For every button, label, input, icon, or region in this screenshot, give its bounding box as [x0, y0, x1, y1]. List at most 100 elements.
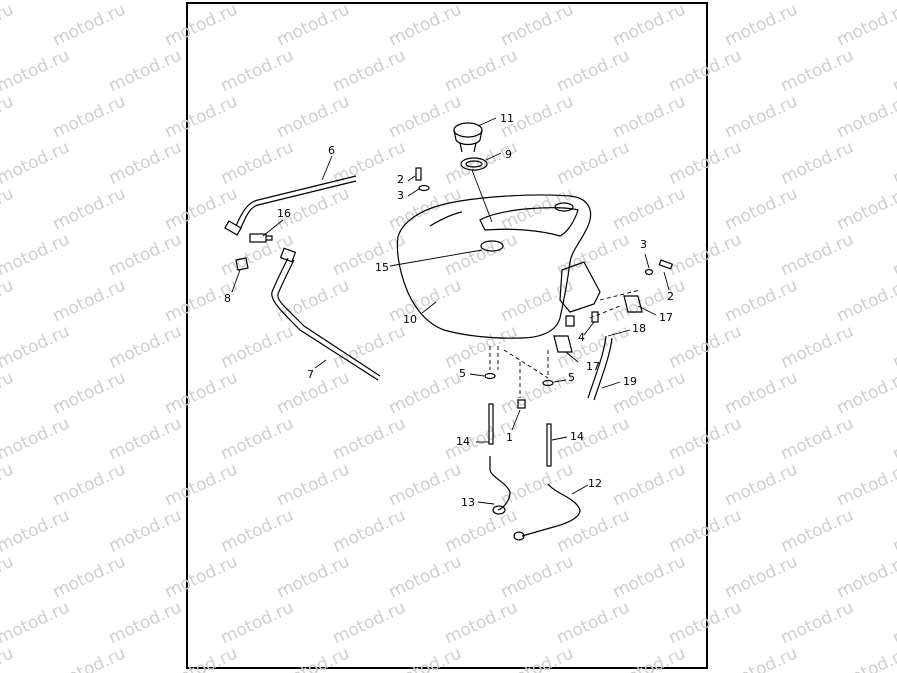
line-13-end: [492, 505, 506, 515]
callout-17-lower: 17: [586, 360, 600, 373]
watermark-text: motod.ru: [666, 229, 745, 280]
watermark-text: motod.ru: [834, 183, 897, 234]
watermark-text: motod.ru: [778, 505, 857, 556]
bolt-right: [658, 259, 674, 270]
o-ring-inner: [465, 160, 483, 168]
o-ring: [460, 157, 488, 171]
isolator-upper: [623, 295, 643, 313]
watermark-text: motod.ru: [666, 505, 745, 556]
watermark-text: motod.ru: [274, 643, 353, 673]
watermark-text: motod.ru: [386, 0, 465, 51]
washer-right-lower: [542, 379, 554, 387]
diagram-frame: [186, 2, 708, 669]
watermark-text: motod.ru: [50, 367, 129, 418]
callout-11: 11: [500, 112, 514, 125]
stud-left: [488, 403, 494, 445]
leader-lines: [231, 117, 670, 505]
line-12-end: [513, 531, 525, 541]
callout-3-top: 3: [397, 189, 404, 202]
oil-tank: [396, 194, 592, 339]
watermark-text: motod.ru: [666, 137, 745, 188]
watermark-text: motod.ru: [610, 0, 689, 51]
watermark-text: motod.ru: [834, 0, 897, 51]
watermark-text: motod.ru: [0, 91, 17, 142]
watermark-text: motod.ru: [0, 0, 17, 51]
watermark-text: motod.ru: [0, 183, 17, 234]
callout-2-top: 2: [397, 173, 404, 186]
callout-labels: 11 9 6 2 3 16 15 8 10 7 3 2 17 18 4 17 5…: [224, 112, 674, 509]
watermark-text: motod.ru: [666, 321, 745, 372]
watermark-text: motod.ru: [106, 505, 185, 556]
watermark-text: motod.ru: [890, 229, 897, 280]
watermark-text: motod.ru: [0, 413, 73, 464]
return-line-edge: [277, 259, 381, 377]
watermark-text: motod.ru: [218, 45, 297, 96]
watermark-text: motod.ru: [442, 45, 521, 96]
watermark-text: motod.ru: [834, 643, 897, 673]
watermark-text: motod.ru: [330, 413, 409, 464]
watermark-text: motod.ru: [162, 0, 241, 51]
watermark-text: motod.ru: [554, 505, 633, 556]
return-fitting: [279, 247, 297, 263]
watermark-text: motod.ru: [0, 321, 73, 372]
watermark-text: motod.ru: [274, 0, 353, 51]
bracket-tab: [565, 315, 575, 327]
watermark-text: motod.ru: [274, 459, 353, 510]
watermark-text: motod.ru: [498, 275, 577, 326]
watermark-text: motod.ru: [106, 597, 185, 648]
watermark-text: motod.ru: [330, 505, 409, 556]
watermark-text: motod.ru: [0, 275, 17, 326]
nut: [517, 399, 526, 409]
watermark-text: motod.ru: [498, 183, 577, 234]
watermark-text: motod.ru: [330, 597, 409, 648]
assembly-guides-right: [589, 289, 641, 319]
watermark-text: motod.ru: [554, 45, 633, 96]
callout-4: 4: [578, 331, 585, 344]
elbow-fitting: [235, 257, 249, 271]
watermark-text: motod.ru: [274, 551, 353, 602]
watermark-text: motod.ru: [666, 45, 745, 96]
watermark-text: motod.ru: [162, 551, 241, 602]
callout-12: 12: [588, 477, 602, 490]
callout-2-right: 2: [667, 290, 674, 303]
watermark-text: motod.ru: [778, 45, 857, 96]
watermark-text: motod.ru: [0, 229, 73, 280]
hose-18: [587, 335, 607, 399]
filler-cap-body: [453, 129, 483, 146]
watermark-text: motod.ru: [162, 91, 241, 142]
watermark-text: motod.ru: [498, 367, 577, 418]
watermark-text: motod.ru: [0, 367, 17, 418]
watermark-text: motod.ru: [0, 0, 73, 5]
watermark-text: motod.ru: [890, 45, 897, 96]
callout-17-upper: 17: [659, 311, 673, 324]
washer-right: [644, 268, 654, 276]
watermark-text: motod.ru: [0, 459, 17, 510]
watermark-text: motod.ru: [106, 229, 185, 280]
watermark-text: motod.ru: [890, 321, 897, 372]
watermark-text: motod.ru: [666, 597, 745, 648]
watermark-text: motod.ru: [834, 91, 897, 142]
hose-19: [593, 337, 613, 401]
watermark-text: motod.ru: [778, 137, 857, 188]
watermark-text: motod.ru: [722, 459, 801, 510]
tank-recess: [479, 207, 579, 237]
vent-hose-edge: [239, 180, 357, 231]
stud-right: [546, 423, 552, 467]
isolator-lower: [553, 335, 573, 353]
watermark-text: motod.ru: [330, 229, 409, 280]
watermark-text: motod.ru: [386, 643, 465, 673]
hose-fitting: [224, 220, 242, 236]
watermark-text: motod.ru: [218, 321, 297, 372]
watermark-text: motod.ru: [722, 367, 801, 418]
watermark-text: motod.ru: [442, 597, 521, 648]
watermark-text: motod.ru: [218, 597, 297, 648]
return-line: [271, 257, 379, 381]
watermark-text: motod.ru: [162, 183, 241, 234]
watermark-text: motod.ru: [498, 643, 577, 673]
drain-hole: [480, 240, 504, 252]
watermark-text: motod.ru: [554, 597, 633, 648]
watermark-text: motod.ru: [386, 459, 465, 510]
callout-3-right: 3: [640, 238, 647, 251]
